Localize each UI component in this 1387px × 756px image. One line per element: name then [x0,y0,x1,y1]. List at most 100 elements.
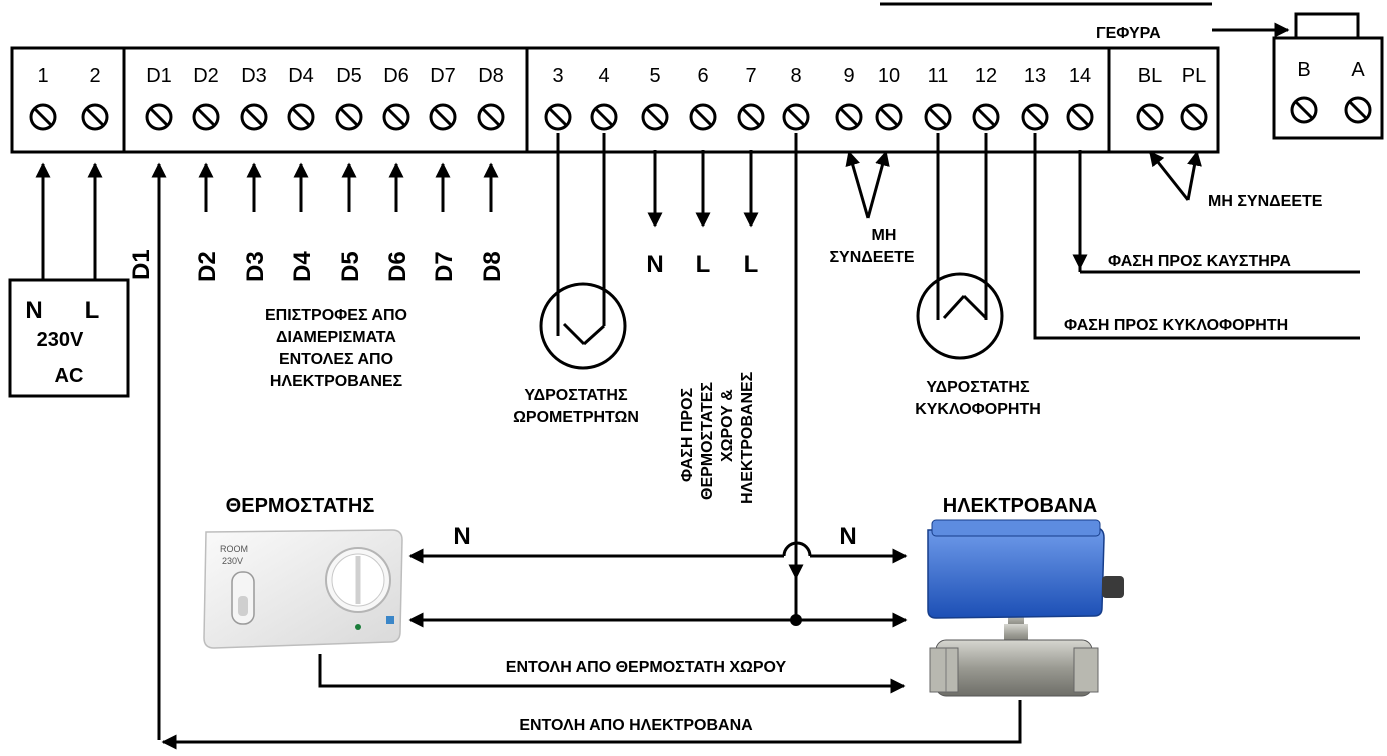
screw-icon [477,103,505,131]
returns-line-3: ΕΝΤΟΛΕΣ ΑΠΟ [279,351,393,368]
screw-icon [429,103,457,131]
screw-icon [29,103,57,131]
thermostat-voltage: 230V [222,556,243,566]
input-label-d3: D3 [242,251,269,282]
circulator-thermostat-1: ΥΔΡΟΣΤΑΤΗΣ [926,379,1030,396]
thermostat-title: ΘΕΡΜΟΣΤΑΤΗΣ [226,495,375,517]
bridge-label: ΓΕΦΥΡΑ [1096,25,1161,42]
room-thermostat-device: ROOM 230V [203,529,403,649]
meter-thermostat-line-1: ΥΔΡΟΣΤΑΤΗΣ [524,387,628,404]
terminal-d5: D5 [336,65,362,87]
phase-to-thermostats-1: ΦΑΣΗ ΠΡΟΣ [679,387,696,482]
screw-icon [1344,96,1372,124]
circulator-thermostat-2: ΚΥΚΛΟΦΟΡΗΤΗ [915,401,1041,418]
screw-icon [1290,96,1318,124]
screw-icon [641,103,669,131]
phase-to-thermostats-2: ΘΕΡΜΟΣΤΑΤΕΣ [699,382,716,500]
terminal-8: 8 [790,65,801,87]
terminal-pl: PL [1182,65,1206,87]
valve-title: ΗΛΕΚΤΡΟΒΑΝΑ [943,495,1097,517]
screw-icon [924,103,952,131]
terminal-1: 1 [37,65,48,87]
motorized-valve-device [927,519,1124,697]
d1-vertical-label: D1 [128,249,155,280]
output-n: N [646,251,663,278]
terminal-d6: D6 [383,65,409,87]
terminal-14: 14 [1069,65,1091,87]
returns-line-2: ΔΙΑΜΕΡΙΣΜΑΤΑ [276,329,396,346]
terminal-b: B [1297,59,1310,81]
no-connect-right: ΜΗ ΣΥΝΔΕΕΤΕ [1208,193,1323,210]
terminal-9: 9 [843,65,854,87]
terminal-d3: D3 [241,65,267,87]
terminal-4: 4 [598,65,609,87]
thermostat-brand: ROOM [220,544,248,554]
screw-icon [382,103,410,131]
screw-icon [590,103,618,131]
terminal-11: 11 [928,65,949,87]
phase-to-thermostats-4: ΗΛΕΚΤΡΟΒΑΝΕΣ [739,371,756,504]
screw-icon [875,103,903,131]
junction-dot [790,614,802,626]
screw-icon [1136,103,1164,131]
screw-icon [240,103,268,131]
terminal-d4: D4 [288,65,314,87]
input-label-d4: D4 [289,251,316,282]
screw-icon [145,103,173,131]
terminal-numbers: 1 2 D1 D2 D3 D4 D5 D6 D7 D8 3 4 5 6 7 8 … [37,59,1365,87]
cmd-from-valve: ΕΝΤΟΛΗ ΑΠΟ ΗΛΕΚΤΡΟΒΑΝΑ [519,717,753,734]
supply-n: N [25,297,42,324]
terminal-3: 3 [552,65,563,87]
screw-icon [544,103,572,131]
terminal-d2: D2 [193,65,219,87]
terminal-2: 2 [89,65,100,87]
input-label-d2: D2 [194,251,221,282]
terminal-d8: D8 [478,65,504,87]
output-l-6: L [696,251,711,278]
returns-line-4: ΗΛΕΚΤΡΟΒΑΝΕΣ [270,373,403,390]
terminal-d1: D1 [146,65,172,87]
screw-icon [782,103,810,131]
terminal-10: 10 [878,65,900,87]
phase-to-burner: ΦΑΣΗ ΠΡΟΣ ΚΑΥΣΤΗΡΑ [1108,253,1291,270]
screw-icon [835,103,863,131]
terminal-6: 6 [697,65,708,87]
output-l-7: L [744,251,759,278]
screw-icon [1066,103,1094,131]
screw-icon [192,103,220,131]
input-label-d8: D8 [479,251,506,282]
labels: ΓΕΦΥΡΑ N L 230V AC D1 D2 D3 D4 D5 D6 D7 … [25,25,1322,734]
no-connect-mid-1: ΜΗ [872,227,897,244]
returns-line-1: ΕΠΙΣΤΡΟΦΕΣ ΑΠΟ [265,307,407,324]
input-label-d7: D7 [431,251,458,282]
supply-voltage: 230V [37,329,84,351]
screw-icon [1180,103,1208,131]
screw-icon [1021,103,1049,131]
wire-n-left: N [453,523,470,550]
terminal-d7: D7 [430,65,456,87]
terminal-bl: BL [1138,65,1162,87]
input-label-d6: D6 [384,251,411,282]
screw-icon [335,103,363,131]
cmd-from-thermostat: ΕΝΤΟΛΗ ΑΠΟ ΘΕΡΜΟΣΤΑΤΗ ΧΩΡΟΥ [506,659,787,676]
wires [8,133,1360,750]
wire-n-right: N [839,523,856,550]
phase-to-circulator: ΦΑΣΗ ΠΡΟΣ ΚΥΚΛΟΦΟΡΗΤΗ [1064,317,1288,334]
terminal-13: 13 [1024,65,1046,87]
supply-l: L [85,297,100,324]
screw-icon [689,103,717,131]
no-connect-mid-2: ΣΥΝΔΕΕΤΕ [829,249,914,266]
supply-ac: AC [55,365,84,387]
input-label-d5: D5 [337,251,364,282]
screw-icon [81,103,109,131]
terminal-5: 5 [649,65,660,87]
terminal-12: 12 [975,65,997,87]
screw-icon [287,103,315,131]
terminal-a: A [1351,59,1365,81]
terminal-block [10,2,1384,154]
phase-to-thermostats-3: ΧΩΡΟΥ & [719,389,736,462]
screw-icon [972,103,1000,131]
terminal-7: 7 [745,65,756,87]
terminal-screws [29,96,1372,131]
